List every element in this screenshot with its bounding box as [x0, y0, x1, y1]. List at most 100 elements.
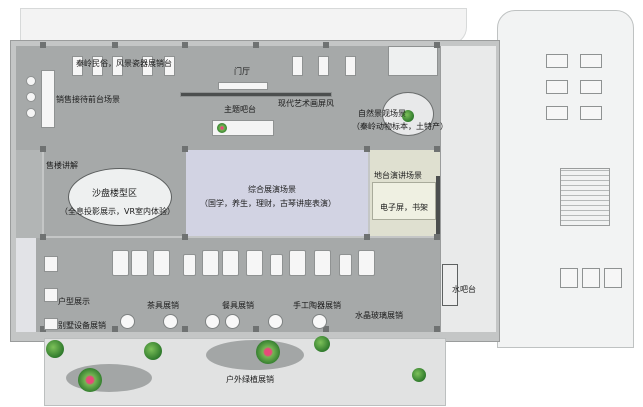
display-table	[225, 314, 240, 329]
ceramics-display-stand	[72, 56, 83, 76]
label-theme-bar: 主题吧台	[224, 105, 256, 114]
pillar	[323, 42, 329, 48]
pillar	[364, 146, 370, 152]
pillar	[182, 326, 188, 332]
ceramics-display-stand	[112, 56, 123, 76]
outdoor-flower	[78, 368, 102, 392]
sofa-seat	[358, 250, 375, 276]
unit-model-box	[44, 288, 58, 302]
label-screen-books: 电子屏，书架	[380, 203, 428, 212]
sofa-seat	[131, 250, 148, 276]
unit-model-box	[44, 318, 58, 330]
label-art-screen: 现代艺术画屏风	[278, 99, 334, 108]
left-corridor	[16, 150, 42, 238]
ceramics-display-stand	[345, 56, 356, 76]
pillar	[182, 234, 188, 240]
pillar	[364, 234, 370, 240]
pillar	[253, 326, 259, 332]
right-room-desk	[546, 80, 568, 94]
reception-seat	[26, 92, 36, 102]
right-room-desk	[580, 106, 602, 120]
event-hall-zone	[186, 150, 368, 236]
display-table	[268, 314, 283, 329]
pillar	[40, 234, 46, 240]
outdoor-planter	[206, 340, 304, 370]
outdoor-tree	[412, 368, 426, 382]
sofa-seat	[183, 254, 196, 276]
label-building-tour: 售楼讲解	[46, 161, 78, 170]
pillar	[40, 42, 46, 48]
reception-seat	[26, 76, 36, 86]
display-table	[120, 314, 135, 329]
label-qinling-ceramics: 秦岭民俗，风景瓷器展销台	[76, 59, 172, 68]
pillar	[112, 326, 118, 332]
pillar	[323, 326, 329, 332]
label-outdoor-plants: 户外绿植展销	[226, 375, 274, 384]
display-table	[163, 314, 178, 329]
theme-bar-counter	[212, 120, 274, 136]
outdoor-tree	[314, 336, 330, 352]
sofa-seat	[112, 250, 129, 276]
label-villa-equipment: 别墅设备展销	[58, 321, 106, 330]
reception-seat	[26, 108, 36, 118]
label-pottery: 手工陶器展销	[293, 301, 341, 310]
pillar	[434, 146, 440, 152]
pillar	[40, 146, 46, 152]
label-unit-display: 户型展示	[58, 297, 90, 306]
stage-platform	[372, 182, 436, 220]
sofa-seat	[314, 250, 331, 276]
restroom-stall	[560, 268, 578, 288]
label-sales-reception: 销售接待前台场景	[56, 95, 120, 104]
ceramics-display-stand	[164, 56, 175, 76]
display-table	[205, 314, 220, 329]
outdoor-tree	[46, 340, 64, 358]
restroom-stall	[604, 268, 622, 288]
outdoor-tree	[144, 342, 162, 360]
label-sand-table-detail: （全息投影展示，VR室内体验）	[60, 207, 176, 216]
ceramics-display-stand	[92, 56, 103, 76]
top-context-area	[20, 8, 467, 45]
label-water-bar: 水吧台	[452, 285, 476, 294]
display-table	[312, 314, 327, 329]
pillar	[112, 42, 118, 48]
label-event-hall: 综合展演场景	[248, 185, 296, 194]
left-display-strip	[16, 238, 36, 332]
label-nature-scene-detail: （秦岭动物标本，土特产）	[352, 122, 448, 131]
sofa-seat	[339, 254, 352, 276]
label-sand-table: 沙盘楼型区	[92, 189, 138, 199]
pillar	[434, 234, 440, 240]
right-room-desk	[546, 106, 568, 120]
sofa-seat	[202, 250, 219, 276]
art-screen-divider	[180, 92, 332, 97]
bar-plant	[217, 123, 227, 133]
right-room-desk	[580, 54, 602, 68]
pillar	[40, 326, 46, 332]
label-event-hall-detail: （国学，养生，理财，古琴讲座表演）	[200, 199, 336, 208]
outdoor-flower	[256, 340, 280, 364]
nature-scene-plant	[402, 110, 414, 122]
pillar	[434, 326, 440, 332]
reception-desk	[41, 70, 55, 128]
water-bar-counter	[442, 264, 458, 306]
label-tableware: 餐具展销	[222, 301, 254, 310]
sofa-seat	[153, 250, 170, 276]
label-crystal-glass: 水晶玻璃展销	[355, 311, 403, 320]
ceramics-display-stand	[142, 56, 153, 76]
sofa-seat	[289, 250, 306, 276]
right-room-desk	[580, 80, 602, 94]
ceramics-display-stand	[292, 56, 303, 76]
ceramics-display-stand	[318, 56, 329, 76]
pillar	[434, 42, 440, 48]
sofa-seat	[222, 250, 239, 276]
electronic-screen	[436, 176, 440, 234]
sofa-seat	[270, 254, 283, 276]
right-room-desk	[546, 54, 568, 68]
pillar	[182, 146, 188, 152]
stair-void	[388, 46, 438, 76]
label-nature-scene: 自然景观场景	[358, 109, 406, 118]
sand-table-model	[68, 168, 172, 226]
sofa-seat	[246, 250, 263, 276]
label-tea-set: 茶具展销	[147, 301, 179, 310]
label-stage-lecture: 地台演讲场景	[374, 171, 422, 180]
pillar	[182, 42, 188, 48]
